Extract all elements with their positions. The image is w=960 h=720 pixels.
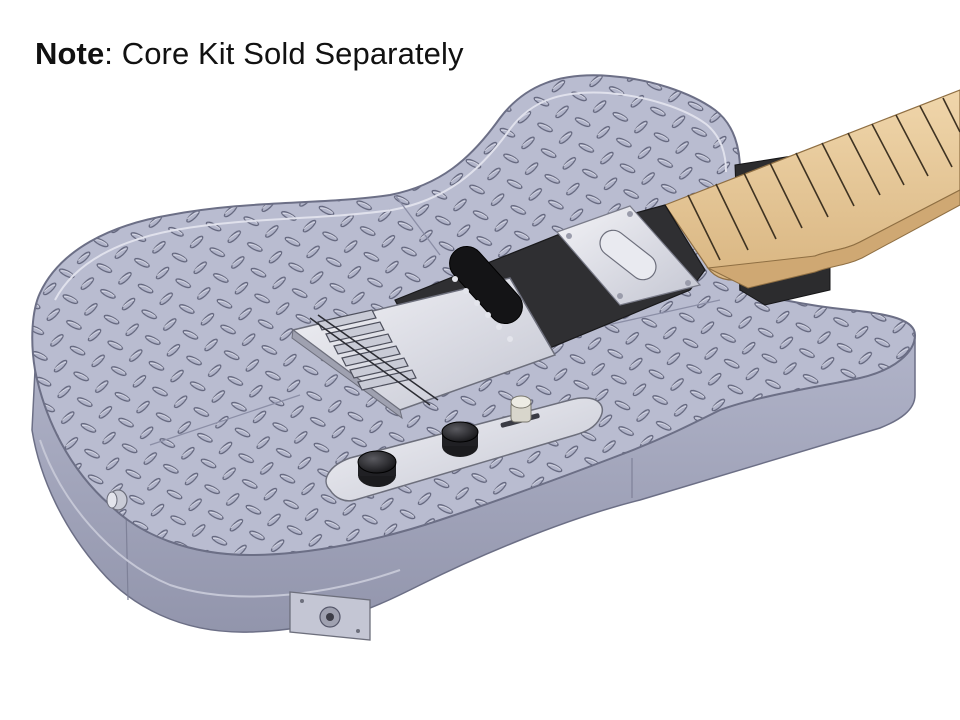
maple-neck xyxy=(664,89,960,306)
saddle-2 xyxy=(325,321,385,343)
pole-5 xyxy=(496,324,502,330)
neck-pickup-cover xyxy=(599,229,657,281)
screw-d xyxy=(685,280,691,286)
note-caption: Note: Core Kit Sold Separately xyxy=(35,36,464,72)
neck-side xyxy=(706,189,960,289)
saddle-4 xyxy=(341,345,401,367)
fret-4 xyxy=(769,162,803,229)
pole-2 xyxy=(463,288,469,294)
switch-tip-top xyxy=(510,395,532,409)
strap-button-cap xyxy=(106,491,118,509)
control-plate xyxy=(325,395,603,502)
jack-screw-1 xyxy=(300,599,304,603)
bridge-plate xyxy=(291,245,557,420)
fret-2 xyxy=(715,183,749,251)
body-top-bevel xyxy=(54,91,727,301)
fret-3 xyxy=(743,172,777,240)
strap-button xyxy=(106,489,128,511)
pole-6 xyxy=(507,336,513,342)
fret-6 xyxy=(821,142,855,207)
body-bottom-edge xyxy=(39,439,401,598)
jack-center xyxy=(326,613,334,621)
note-label: Note xyxy=(35,36,105,71)
output-jack[interactable] xyxy=(289,591,371,641)
screw-a xyxy=(566,233,572,239)
fret-1 xyxy=(687,194,721,261)
string-1 xyxy=(309,317,431,406)
control-knob[interactable] xyxy=(357,450,397,487)
fret-9 xyxy=(895,114,929,177)
screw-b xyxy=(627,211,633,217)
fret-5 xyxy=(795,152,829,218)
fret-8 xyxy=(871,123,905,186)
pole-4 xyxy=(485,312,491,318)
tone-knob[interactable] xyxy=(441,421,479,457)
note-text: Core Kit Sold Separately xyxy=(113,36,464,71)
string-2 xyxy=(317,314,439,401)
fret-11 xyxy=(942,97,960,133)
plate-seam-1 xyxy=(394,194,441,256)
neck-pickup xyxy=(555,205,702,306)
volume-knob-top xyxy=(357,450,397,474)
note-separator: : xyxy=(104,36,114,71)
plate-seam-2 xyxy=(149,394,301,446)
plate-seam-3 xyxy=(584,299,721,331)
saddle-3 xyxy=(333,333,393,355)
selector-switch[interactable] xyxy=(500,395,540,428)
screw-c xyxy=(617,293,623,299)
jack-screw-2 xyxy=(356,629,360,633)
tone-knob-top xyxy=(441,421,479,443)
fret-10 xyxy=(919,105,953,168)
fret-7 xyxy=(847,132,881,196)
pole-1 xyxy=(452,276,458,282)
bridge-pickup xyxy=(449,245,523,325)
pole-3 xyxy=(474,300,480,306)
